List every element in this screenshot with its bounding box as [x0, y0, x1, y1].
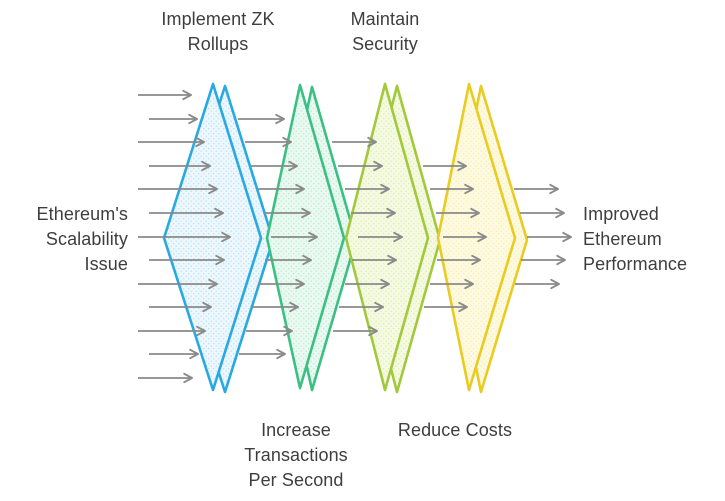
label-reduce-costs: Reduce Costs: [397, 420, 513, 440]
label-implement-zk-rollups: Implement ZK Rollups: [161, 9, 275, 54]
label-increase-transactions-per-second: Increase Transactions Per Second: [244, 420, 348, 490]
arrows-after-increase-tps: [332, 136, 403, 337]
arrows-after-maintain-security: [423, 160, 487, 313]
arrows-after-implement-zk-rollups: [238, 113, 318, 360]
label-output-improved-ethereum-performance: Improved Ethereum Performance: [583, 204, 688, 274]
arrows-input-flow: [138, 89, 231, 384]
label-input-ethereum-scalability-issue: Ethereum's Scalability Issue: [36, 204, 128, 274]
filter-maintain-security: [344, 82, 442, 394]
label-maintain-security: Maintain Security: [350, 9, 420, 54]
filter-implement-zk-rollups: [162, 82, 275, 394]
filter-reduce-costs: [436, 82, 529, 394]
arrows-output-flow: [514, 183, 572, 290]
